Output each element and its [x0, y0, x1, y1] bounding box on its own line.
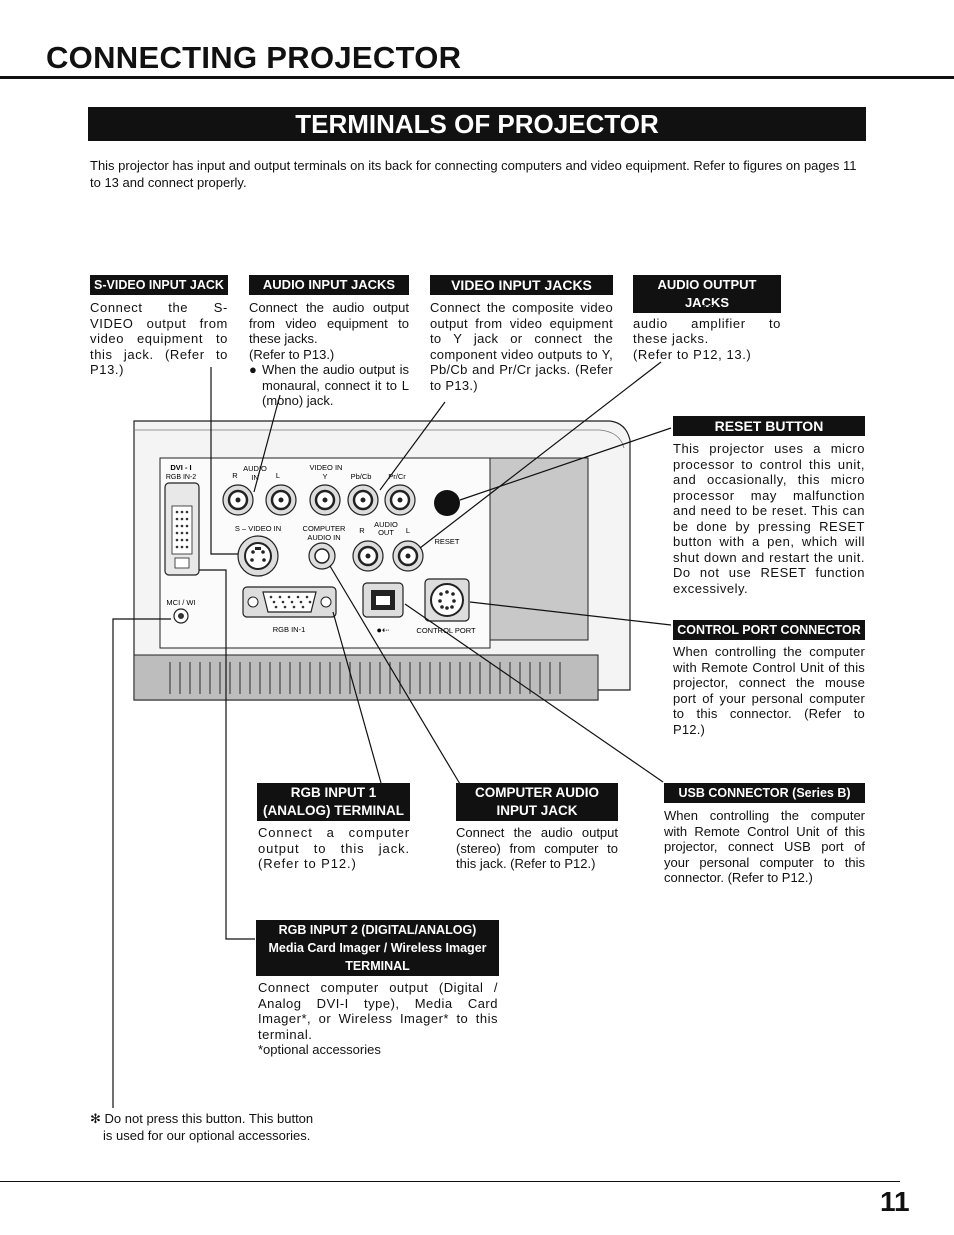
rca-pr-jack: [384, 484, 416, 516]
audio-output-label: AUDIO OUTPUT JACKS: [633, 275, 781, 313]
usb-connector-description: When controlling the computer with Remot…: [664, 808, 865, 885]
footnote: ✻ Do not press this button. This button …: [90, 1111, 314, 1143]
reset-button-graphic: [434, 490, 460, 516]
label-rgb-in-2: RGB IN-2: [166, 474, 196, 481]
svg-text:Pb/Cb: Pb/Cb: [351, 472, 372, 481]
svideo-description: Connect the S-VIDEO output from video eq…: [90, 300, 228, 377]
label-dvi: DVI - I: [170, 463, 191, 472]
rca-audio-r-jack: [222, 484, 254, 516]
svg-text:Y: Y: [322, 472, 327, 481]
rca-pb-jack: [347, 484, 379, 516]
computer-audio-label: COMPUTER AUDIO INPUT JACK: [456, 783, 618, 821]
rca-audio-l-jack: [265, 484, 297, 516]
s-video-jack: [237, 535, 279, 577]
svg-text:R: R: [359, 526, 365, 535]
label-video-in: VIDEO IN: [310, 463, 343, 472]
svg-text:●⇠: ●⇠: [377, 625, 390, 635]
rgb-input-2-description: Connect computer output (Digital / Analo…: [258, 980, 498, 1057]
page-title: CONNECTING PROJECTOR: [46, 40, 462, 75]
video-input-description: Connect the composite video output from …: [430, 300, 613, 393]
section-title-banner: TERMINALS OF PROJECTOR: [88, 107, 866, 141]
svg-text:R: R: [232, 471, 238, 480]
svg-text:Pr/Cr: Pr/Cr: [388, 472, 406, 481]
label-reset: RESET: [434, 537, 459, 546]
page-number: 11: [880, 1186, 910, 1217]
svideo-label: S-VIDEO INPUT JACK: [90, 275, 228, 295]
audio-output-description: Connect an external audio amplifier to t…: [633, 300, 781, 362]
intro-text: This projector has input and output term…: [90, 158, 857, 190]
svg-text:L: L: [406, 526, 410, 535]
vga-connector: [242, 586, 337, 618]
label-audio-out-1: AUDIO: [374, 520, 398, 529]
svg-text:L: L: [276, 471, 280, 480]
reset-label: RESET BUTTON: [673, 416, 865, 436]
rgb-input-2-label: RGB INPUT 2 (DIGITAL/ANALOG) Media Card …: [256, 920, 499, 976]
svg-text:IN: IN: [251, 473, 259, 482]
control-port-description: When controlling the computer with Remot…: [673, 644, 865, 737]
video-input-label: VIDEO INPUT JACKS: [430, 275, 613, 295]
label-computer: COMPUTER: [303, 524, 347, 533]
audio-input-label: AUDIO INPUT JACKS: [249, 275, 409, 295]
asterisk-icon: ✻: [90, 1111, 101, 1126]
usb-connector-label: USB CONNECTOR (Series B): [664, 783, 865, 803]
rgb-input-1-description: Connect a computer output to this jack. …: [258, 825, 410, 871]
leader-lines: [112, 361, 672, 1108]
control-port-connector: [424, 578, 470, 622]
audio-input-description: Connect the audio output from video equi…: [249, 300, 409, 408]
bottom-rule: [0, 1181, 900, 1182]
computer-audio-description: Connect the audio output (stereo) from c…: [456, 825, 618, 871]
label-control-port: CONTROL PORT: [416, 626, 476, 635]
label-rgb-in-1: RGB IN-1: [273, 625, 306, 634]
title-rule: [0, 76, 954, 79]
rca-y-jack: [309, 484, 341, 516]
label-audio: AUDIO: [243, 464, 267, 473]
label-audio-out-2: OUT: [378, 528, 394, 537]
control-port-label: CONTROL PORT CONNECTOR: [673, 620, 865, 640]
computer-audio-jack: [308, 542, 336, 570]
reset-description: This projector uses a micro processor to…: [673, 441, 865, 596]
usb-b-connector: [362, 582, 404, 618]
vent-slots: [169, 662, 561, 694]
audio-out-l-jack: [392, 540, 424, 572]
audio-out-r-jack: [352, 540, 384, 572]
label-mci: MCI / WI: [166, 598, 195, 607]
label-audio-in: AUDIO IN: [307, 533, 340, 542]
rgb-input-1-label: RGB INPUT 1 (ANALOG) TERMINAL: [257, 783, 410, 821]
label-s-video: S – VIDEO IN: [235, 524, 281, 533]
